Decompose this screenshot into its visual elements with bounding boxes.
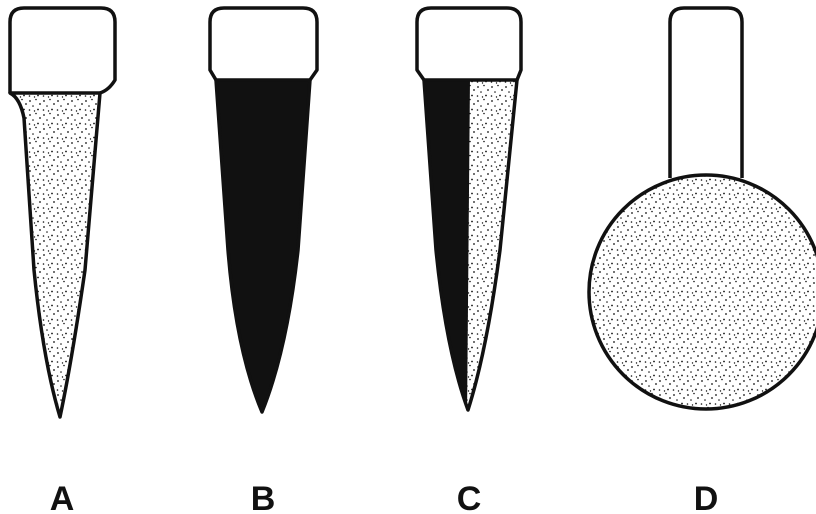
tube-a-body	[10, 93, 100, 417]
tube-b-cap	[210, 8, 317, 80]
label-c: C	[457, 480, 482, 514]
tube-a	[10, 8, 115, 417]
flask-d	[589, 8, 816, 409]
tube-a-cap	[10, 8, 115, 93]
flask-d-bulb	[589, 175, 816, 409]
label-b: B	[251, 480, 276, 514]
flask-d-neck	[670, 8, 742, 178]
tube-b	[210, 8, 317, 412]
tube-b-body	[216, 80, 310, 412]
tube-c	[417, 8, 522, 418]
label-a: A	[50, 480, 75, 514]
label-d: D	[694, 480, 719, 514]
tube-c-cap	[417, 8, 521, 80]
